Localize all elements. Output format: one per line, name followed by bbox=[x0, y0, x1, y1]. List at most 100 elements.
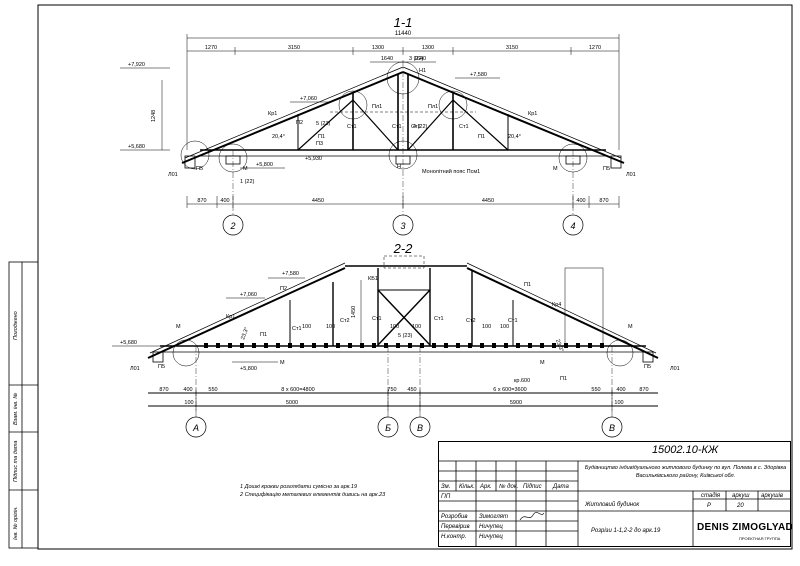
joist-mark bbox=[312, 343, 316, 348]
joist-mark bbox=[300, 343, 304, 348]
level-mark: +5,930 bbox=[305, 156, 322, 162]
sheet-hdr-stage: стадія bbox=[701, 493, 721, 499]
side-label: Взам. інв. № bbox=[13, 393, 19, 425]
name-checker: Ничупец bbox=[479, 524, 503, 530]
member-label: П2 bbox=[280, 286, 287, 292]
signature-icon bbox=[519, 512, 545, 521]
member-label: П5 bbox=[644, 364, 651, 370]
slope: 20,4° bbox=[508, 134, 521, 140]
role-checker: Перевірив bbox=[441, 524, 470, 530]
member-label: М bbox=[553, 166, 558, 172]
member-label: П1 bbox=[560, 376, 567, 382]
sheet-stage: Р bbox=[707, 503, 712, 509]
callout: 5 (23) bbox=[398, 333, 413, 339]
callout: 5 (23) bbox=[316, 121, 331, 127]
name-developer: Зимоглят bbox=[479, 514, 508, 520]
bottom-dim: 400 bbox=[576, 198, 585, 204]
company-subtitle: ПРОЕКТНАЯ ГРУППА bbox=[739, 536, 781, 541]
joist-mark bbox=[204, 343, 208, 348]
member-label: П1 bbox=[478, 134, 485, 140]
joist-mark bbox=[420, 343, 424, 348]
slope: 20,4° bbox=[272, 134, 285, 140]
member-label: М bbox=[628, 324, 633, 330]
drawing-code: 15002.10-КЖ bbox=[651, 444, 719, 456]
member-label: П5 bbox=[603, 166, 610, 172]
total-dim: 5900 bbox=[510, 400, 522, 406]
note-1: 1 Дошкі крокви розглядати сумісно за арк… bbox=[240, 484, 357, 490]
level-mark: +5,680 bbox=[128, 144, 145, 150]
bottom-dim: 450 bbox=[407, 387, 416, 393]
joist-mark bbox=[492, 343, 496, 348]
joist-mark bbox=[564, 343, 568, 348]
project-name: Будівництво індивідуального житлового бу… bbox=[584, 465, 787, 479]
section-1-title: 1-1 bbox=[394, 15, 413, 30]
member-label: Ст1 bbox=[508, 318, 518, 324]
member-label: Н1 bbox=[419, 68, 426, 74]
joist-mark bbox=[240, 343, 244, 348]
slope: 23,3° bbox=[240, 327, 250, 341]
side-strip bbox=[8, 261, 39, 549]
joist-mark bbox=[528, 343, 532, 348]
joist-mark bbox=[408, 343, 412, 348]
level-mark: +7,580 bbox=[470, 72, 487, 78]
member-label: Ст1 bbox=[434, 316, 444, 322]
joist-mark bbox=[216, 343, 220, 348]
joist-mark bbox=[456, 343, 460, 348]
member-label: Ст2 bbox=[466, 318, 476, 324]
member-label: Л01 bbox=[168, 172, 178, 178]
joist-mark bbox=[600, 343, 604, 348]
spacing-dim: 100 bbox=[302, 324, 311, 330]
bottom-dim: 400 bbox=[616, 387, 625, 393]
joist-mark bbox=[516, 343, 520, 348]
level-mark: +5,680 bbox=[120, 340, 137, 346]
hdr-ark: Арк. bbox=[480, 484, 492, 490]
member-label: П5 bbox=[158, 364, 165, 370]
member-label: Ст1 bbox=[347, 124, 357, 130]
joist-mark bbox=[252, 343, 256, 348]
sub-dim: 1640 bbox=[414, 56, 426, 62]
joist-mark bbox=[264, 343, 268, 348]
joist-mark bbox=[360, 343, 364, 348]
total-dim: 5000 bbox=[286, 400, 298, 406]
section-1-1 bbox=[120, 34, 625, 236]
top-dim: 1300 bbox=[372, 45, 384, 51]
joist-mark bbox=[372, 343, 376, 348]
bottom-dim: 4450 bbox=[312, 198, 324, 204]
axis-label: Б bbox=[385, 423, 391, 433]
member-label: Л01 bbox=[626, 172, 636, 178]
member-label: Ст1 bbox=[392, 124, 402, 130]
level-mark: +7,920 bbox=[128, 62, 145, 68]
hdr-zm: Зм. bbox=[441, 484, 451, 490]
bottom-dim: 750 bbox=[387, 387, 396, 393]
bottom-dim: 550 bbox=[208, 387, 217, 393]
member-label: Пл1 bbox=[372, 104, 382, 110]
role-gip: ГІП bbox=[441, 494, 451, 500]
member-label: Ст1 bbox=[459, 124, 469, 130]
member-label: Пл1 bbox=[428, 104, 438, 110]
role-norm: Н.контр. bbox=[441, 534, 467, 540]
hdr-sign: Підпис bbox=[523, 484, 542, 490]
height-dim: 1450 bbox=[351, 306, 357, 318]
bottom-dim: 6 х 600=3600 bbox=[493, 387, 527, 393]
role-developer: Розробив bbox=[441, 514, 468, 520]
spacing-dim: 100 bbox=[482, 324, 491, 330]
joist-mark bbox=[504, 343, 508, 348]
spacing-dim: 100 bbox=[412, 324, 421, 330]
joist-mark bbox=[480, 343, 484, 348]
bottom-dim: 870 bbox=[197, 198, 206, 204]
member-label: П1 bbox=[260, 332, 267, 338]
total-dim: 100 bbox=[614, 400, 623, 406]
joist-mark bbox=[540, 343, 544, 348]
member-label: М bbox=[280, 360, 285, 366]
spacing-dim: 100 bbox=[500, 324, 509, 330]
level-mark: +7,580 bbox=[282, 271, 299, 277]
level-mark: +5,800 bbox=[240, 366, 257, 372]
member-label: Кр1 bbox=[528, 111, 537, 117]
joist-mark bbox=[588, 343, 592, 348]
axis-label: В bbox=[609, 423, 615, 433]
member-label: Ст1 bbox=[292, 326, 302, 332]
member-label: Кр4 bbox=[552, 302, 561, 308]
member-label: М bbox=[176, 324, 181, 330]
joist-mark bbox=[444, 343, 448, 348]
member-label: Ст1 bbox=[411, 124, 421, 130]
